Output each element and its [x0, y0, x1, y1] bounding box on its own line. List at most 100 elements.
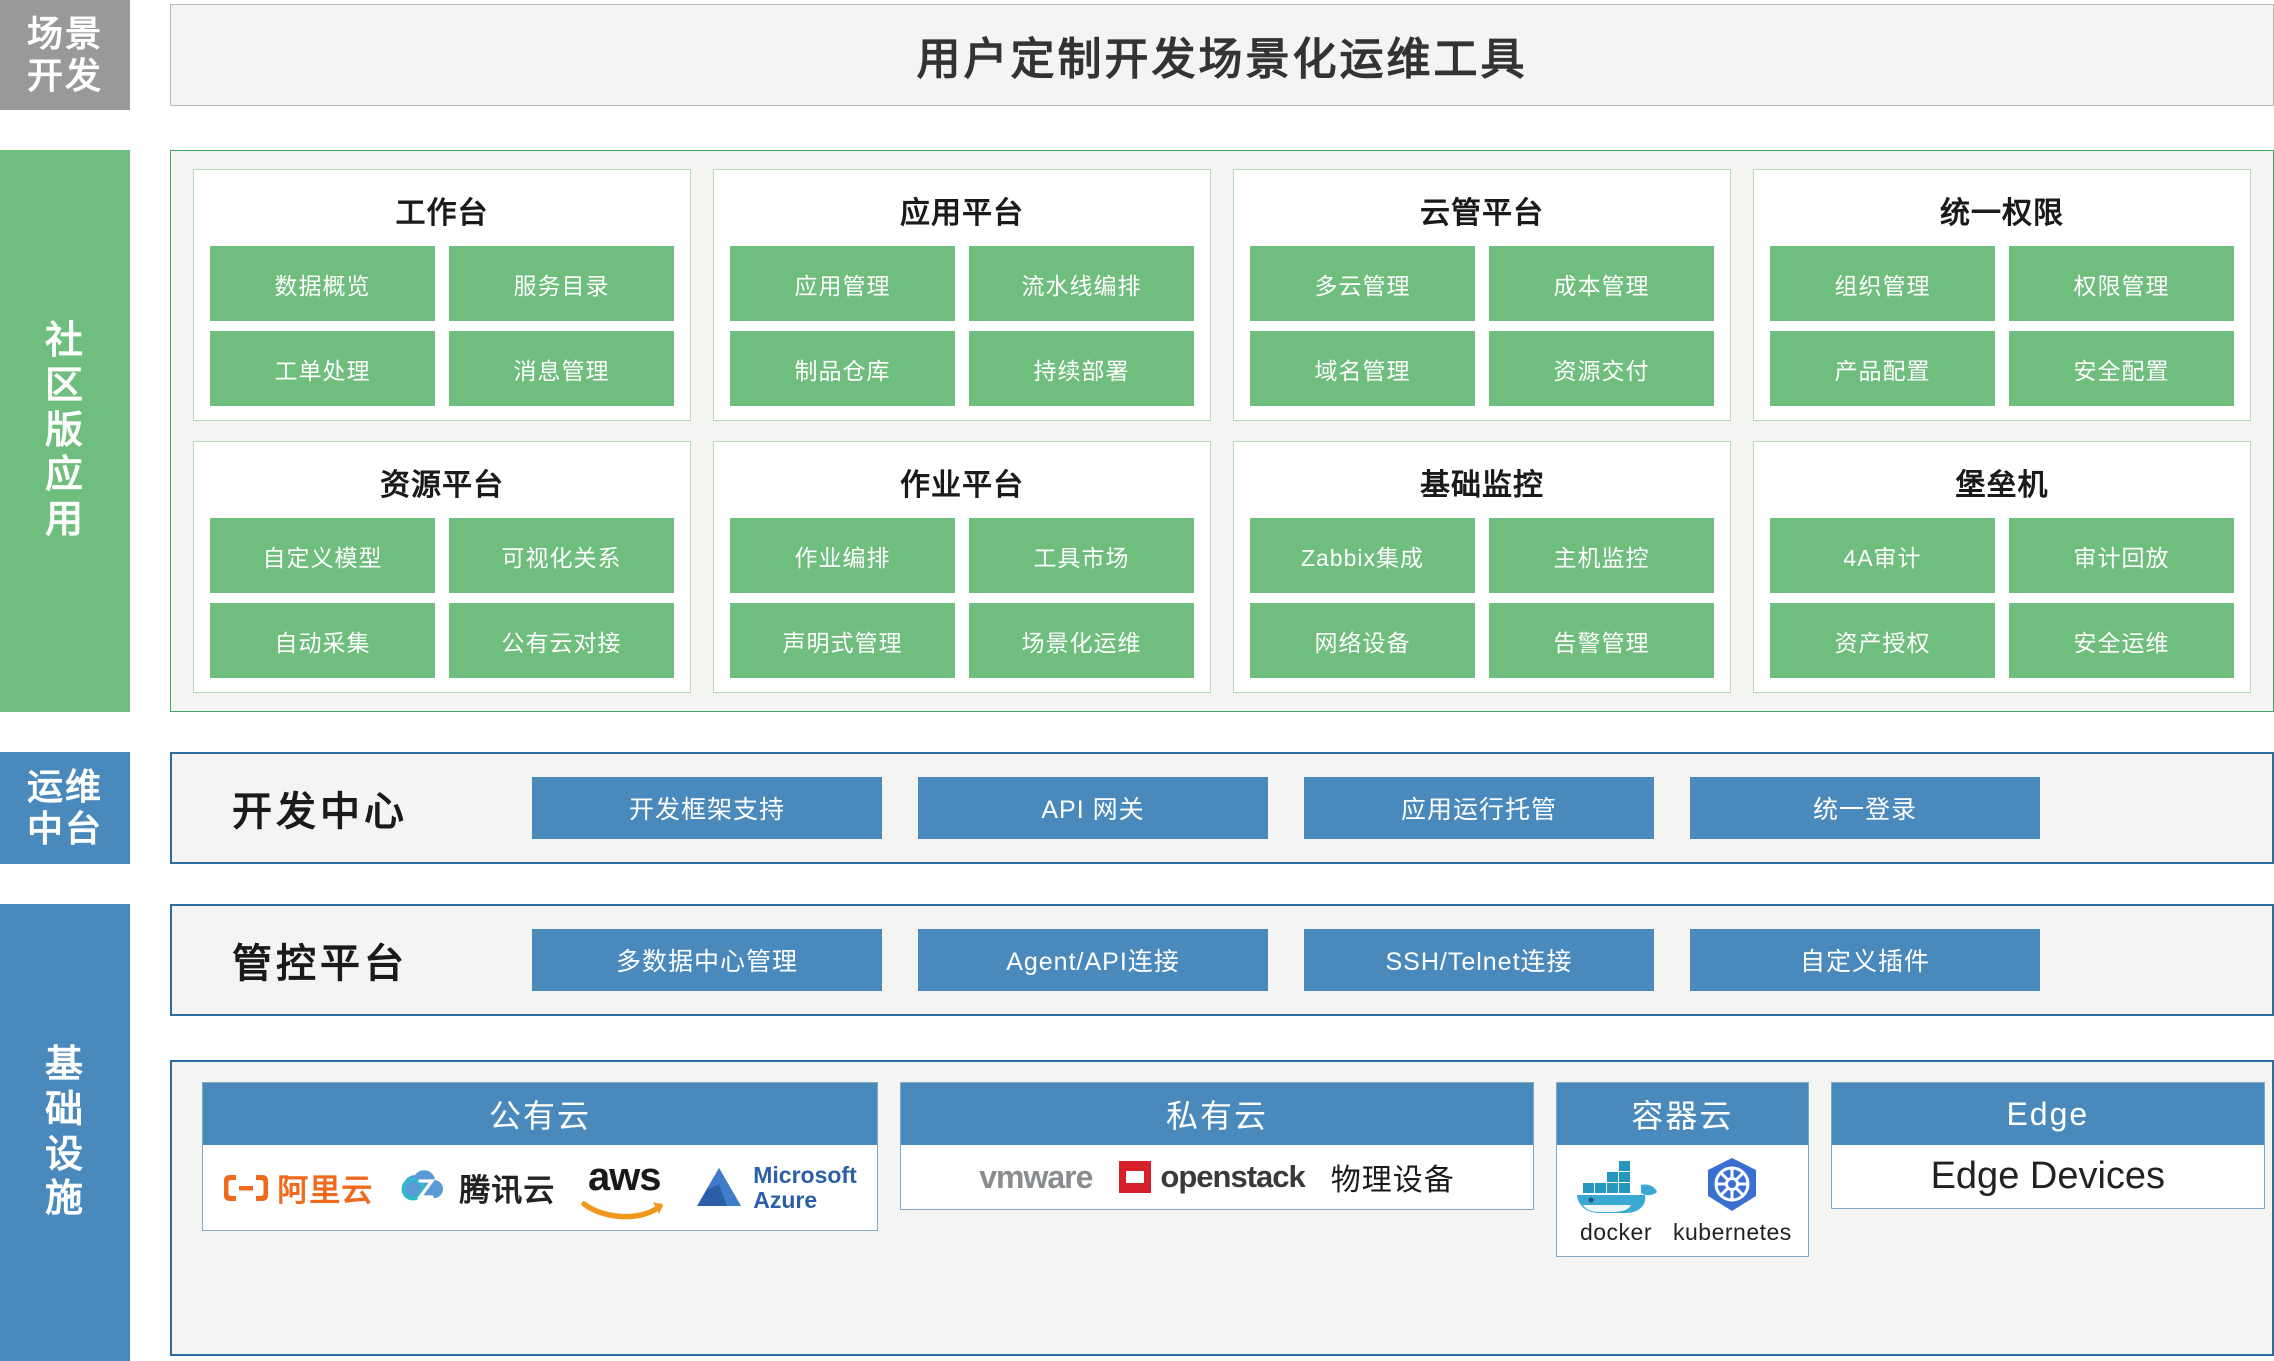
app-tile[interactable]: 可视化关系	[449, 518, 674, 593]
vmware-logo: vmware	[979, 1158, 1093, 1196]
app-tile[interactable]: 资产授权	[1770, 603, 1995, 678]
infra-container-cloud-logos: docker kubernetes	[1557, 1145, 1808, 1256]
docker-label: docker	[1579, 1219, 1653, 1245]
app-card-title: 资源平台	[380, 469, 504, 502]
app-tile[interactable]: 消息管理	[449, 331, 674, 406]
aws-logo: aws	[581, 1155, 667, 1220]
app-card-tiles: 应用管理流水线编排制品仓库持续部署	[730, 246, 1194, 406]
app-tile[interactable]: 作业编排	[730, 518, 955, 593]
app-tile[interactable]: 流水线编排	[969, 246, 1194, 321]
infra-public-cloud-logos: 阿里云 腾讯云 aws	[203, 1145, 877, 1230]
edge-devices-label: Edge Devices	[1930, 1155, 2166, 1197]
app-tile[interactable]: 工单处理	[210, 331, 435, 406]
app-card-tiles: Zabbix集成主机监控网络设备告警管理	[1250, 518, 1714, 678]
app-tile[interactable]: 权限管理	[2009, 246, 2234, 321]
control-platform-label: 管控平台	[232, 942, 408, 986]
app-tile[interactable]: 数据概览	[210, 246, 435, 321]
app-card-tiles: 4A审计审计回放资产授权安全运维	[1770, 518, 2234, 678]
app-card: 应用平台应用管理流水线编排制品仓库持续部署	[713, 169, 1211, 421]
app-tile[interactable]: 审计回放	[2009, 518, 2234, 593]
platform-chip[interactable]: API 网关	[918, 777, 1268, 839]
infra-container-cloud-title: 容器云	[1557, 1083, 1808, 1145]
dev-center-chips: 开发框架支持 API 网关应用运行托管统一登录	[532, 777, 2040, 839]
app-tile[interactable]: 成本管理	[1489, 246, 1714, 321]
rail-infrastructure-label: 基础设施	[44, 1043, 85, 1221]
page-title: 用户定制开发场景化运维工具	[916, 35, 1528, 84]
vmware-label: vmware	[979, 1158, 1093, 1195]
kubernetes-logo: kubernetes	[1673, 1155, 1792, 1246]
rail-community-label: 社区版应用	[44, 319, 85, 542]
app-tile[interactable]: 场景化运维	[969, 603, 1194, 678]
app-card-title: 堡垒机	[1955, 469, 2049, 502]
platform-chip[interactable]: 开发框架支持	[532, 777, 882, 839]
app-tile[interactable]: 制品仓库	[730, 331, 955, 406]
openstack-icon	[1119, 1161, 1152, 1193]
rail-midplatform-label: 运维中台	[26, 765, 103, 849]
app-tile[interactable]: 自动采集	[210, 603, 435, 678]
kubernetes-helm-icon	[1708, 1158, 1757, 1211]
infra-card-edge: Edge Edge Devices	[1830, 1082, 2265, 1209]
app-card-tiles: 数据概览服务目录工单处理消息管理	[210, 246, 674, 406]
app-card: 堡垒机 4A审计审计回放资产授权安全运维	[1753, 441, 2251, 693]
app-tile[interactable]: 组织管理	[1770, 246, 1995, 321]
rail-ops-midplatform: 运维中台	[0, 752, 130, 864]
platform-chip[interactable]: Agent/API连接	[918, 929, 1268, 991]
infra-edge-body: Edge Devices	[1832, 1145, 2264, 1208]
azure-line1: Microsoft	[753, 1162, 857, 1189]
openstack-label: openstack	[1160, 1159, 1305, 1194]
aws-label: aws	[587, 1155, 662, 1199]
tencent-cloud-icon	[401, 1169, 444, 1200]
platform-chip[interactable]: 统一登录	[1690, 777, 2040, 839]
app-card-title: 作业平台	[900, 469, 1024, 502]
aliyun-label: 阿里云	[277, 1173, 374, 1208]
app-tile[interactable]: 工具市场	[969, 518, 1194, 593]
app-card: 作业平台作业编排工具市场声明式管理场景化运维	[713, 441, 1211, 693]
app-card-title: 应用平台	[900, 197, 1024, 230]
control-platform-chips: 多数据中心管理 Agent/API连接 SSH/Telnet连接自定义插件	[532, 929, 2040, 991]
app-tile[interactable]: 声明式管理	[730, 603, 955, 678]
app-tile[interactable]: 安全配置	[2009, 331, 2234, 406]
app-tile[interactable]: 服务目录	[449, 246, 674, 321]
app-tile[interactable]: 资源交付	[1489, 331, 1714, 406]
app-tile[interactable]: 网络设备	[1250, 603, 1475, 678]
platform-chip[interactable]: SSH/Telnet连接	[1304, 929, 1654, 991]
docker-logo: docker	[1573, 1155, 1659, 1246]
platform-chip[interactable]: 应用运行托管	[1304, 777, 1654, 839]
app-tile[interactable]: 告警管理	[1489, 603, 1714, 678]
infra-card-public-cloud: 公有云 阿里云 腾讯云	[202, 1082, 878, 1231]
app-card-tiles: 组织管理权限管理产品配置安全配置	[1770, 246, 2234, 406]
infra-card-container-cloud: 容器云 docker	[1556, 1082, 1809, 1257]
app-card-tiles: 多云管理成本管理域名管理资源交付	[1250, 246, 1714, 406]
azure-logo: Microsoft Azure	[693, 1163, 857, 1212]
tencent-cloud-label: 腾讯云	[459, 1173, 556, 1208]
app-tile[interactable]: 主机监控	[1489, 518, 1714, 593]
platform-chip[interactable]: 多数据中心管理	[532, 929, 882, 991]
app-tile[interactable]: 安全运维	[2009, 603, 2234, 678]
app-tile[interactable]: 应用管理	[730, 246, 955, 321]
app-card-title: 工作台	[395, 197, 489, 230]
aliyun-logo: 阿里云	[223, 1165, 373, 1210]
platform-chip[interactable]: 自定义插件	[1690, 929, 2040, 991]
infra-private-cloud-logos: vmware openstack 物理设备	[901, 1145, 1533, 1209]
openstack-logo: openstack	[1118, 1159, 1306, 1195]
infra-card-private-cloud: 私有云 vmware openstack 物理设备	[900, 1082, 1534, 1210]
app-card-title: 基础监控	[1420, 469, 1544, 502]
infrastructure-row: 公有云 阿里云 腾讯云	[170, 1060, 2274, 1356]
app-tile[interactable]: 持续部署	[969, 331, 1194, 406]
app-tile[interactable]: 产品配置	[1770, 331, 1995, 406]
azure-icon	[697, 1167, 742, 1206]
app-tile[interactable]: Zabbix集成	[1250, 518, 1475, 593]
app-tile[interactable]: 多云管理	[1250, 246, 1475, 321]
app-tile[interactable]: 自定义模型	[210, 518, 435, 593]
azure-label: Microsoft Azure	[753, 1163, 857, 1211]
app-card-tiles: 自定义模型可视化关系自动采集公有云对接	[210, 518, 674, 678]
app-tile[interactable]: 4A审计	[1770, 518, 1995, 593]
app-tile[interactable]: 域名管理	[1250, 331, 1475, 406]
aliyun-icon	[224, 1174, 269, 1201]
app-card-title: 云管平台	[1420, 197, 1544, 230]
app-tile[interactable]: 公有云对接	[449, 603, 674, 678]
infra-private-cloud-title: 私有云	[901, 1083, 1533, 1145]
aws-smile-icon	[581, 1201, 664, 1220]
